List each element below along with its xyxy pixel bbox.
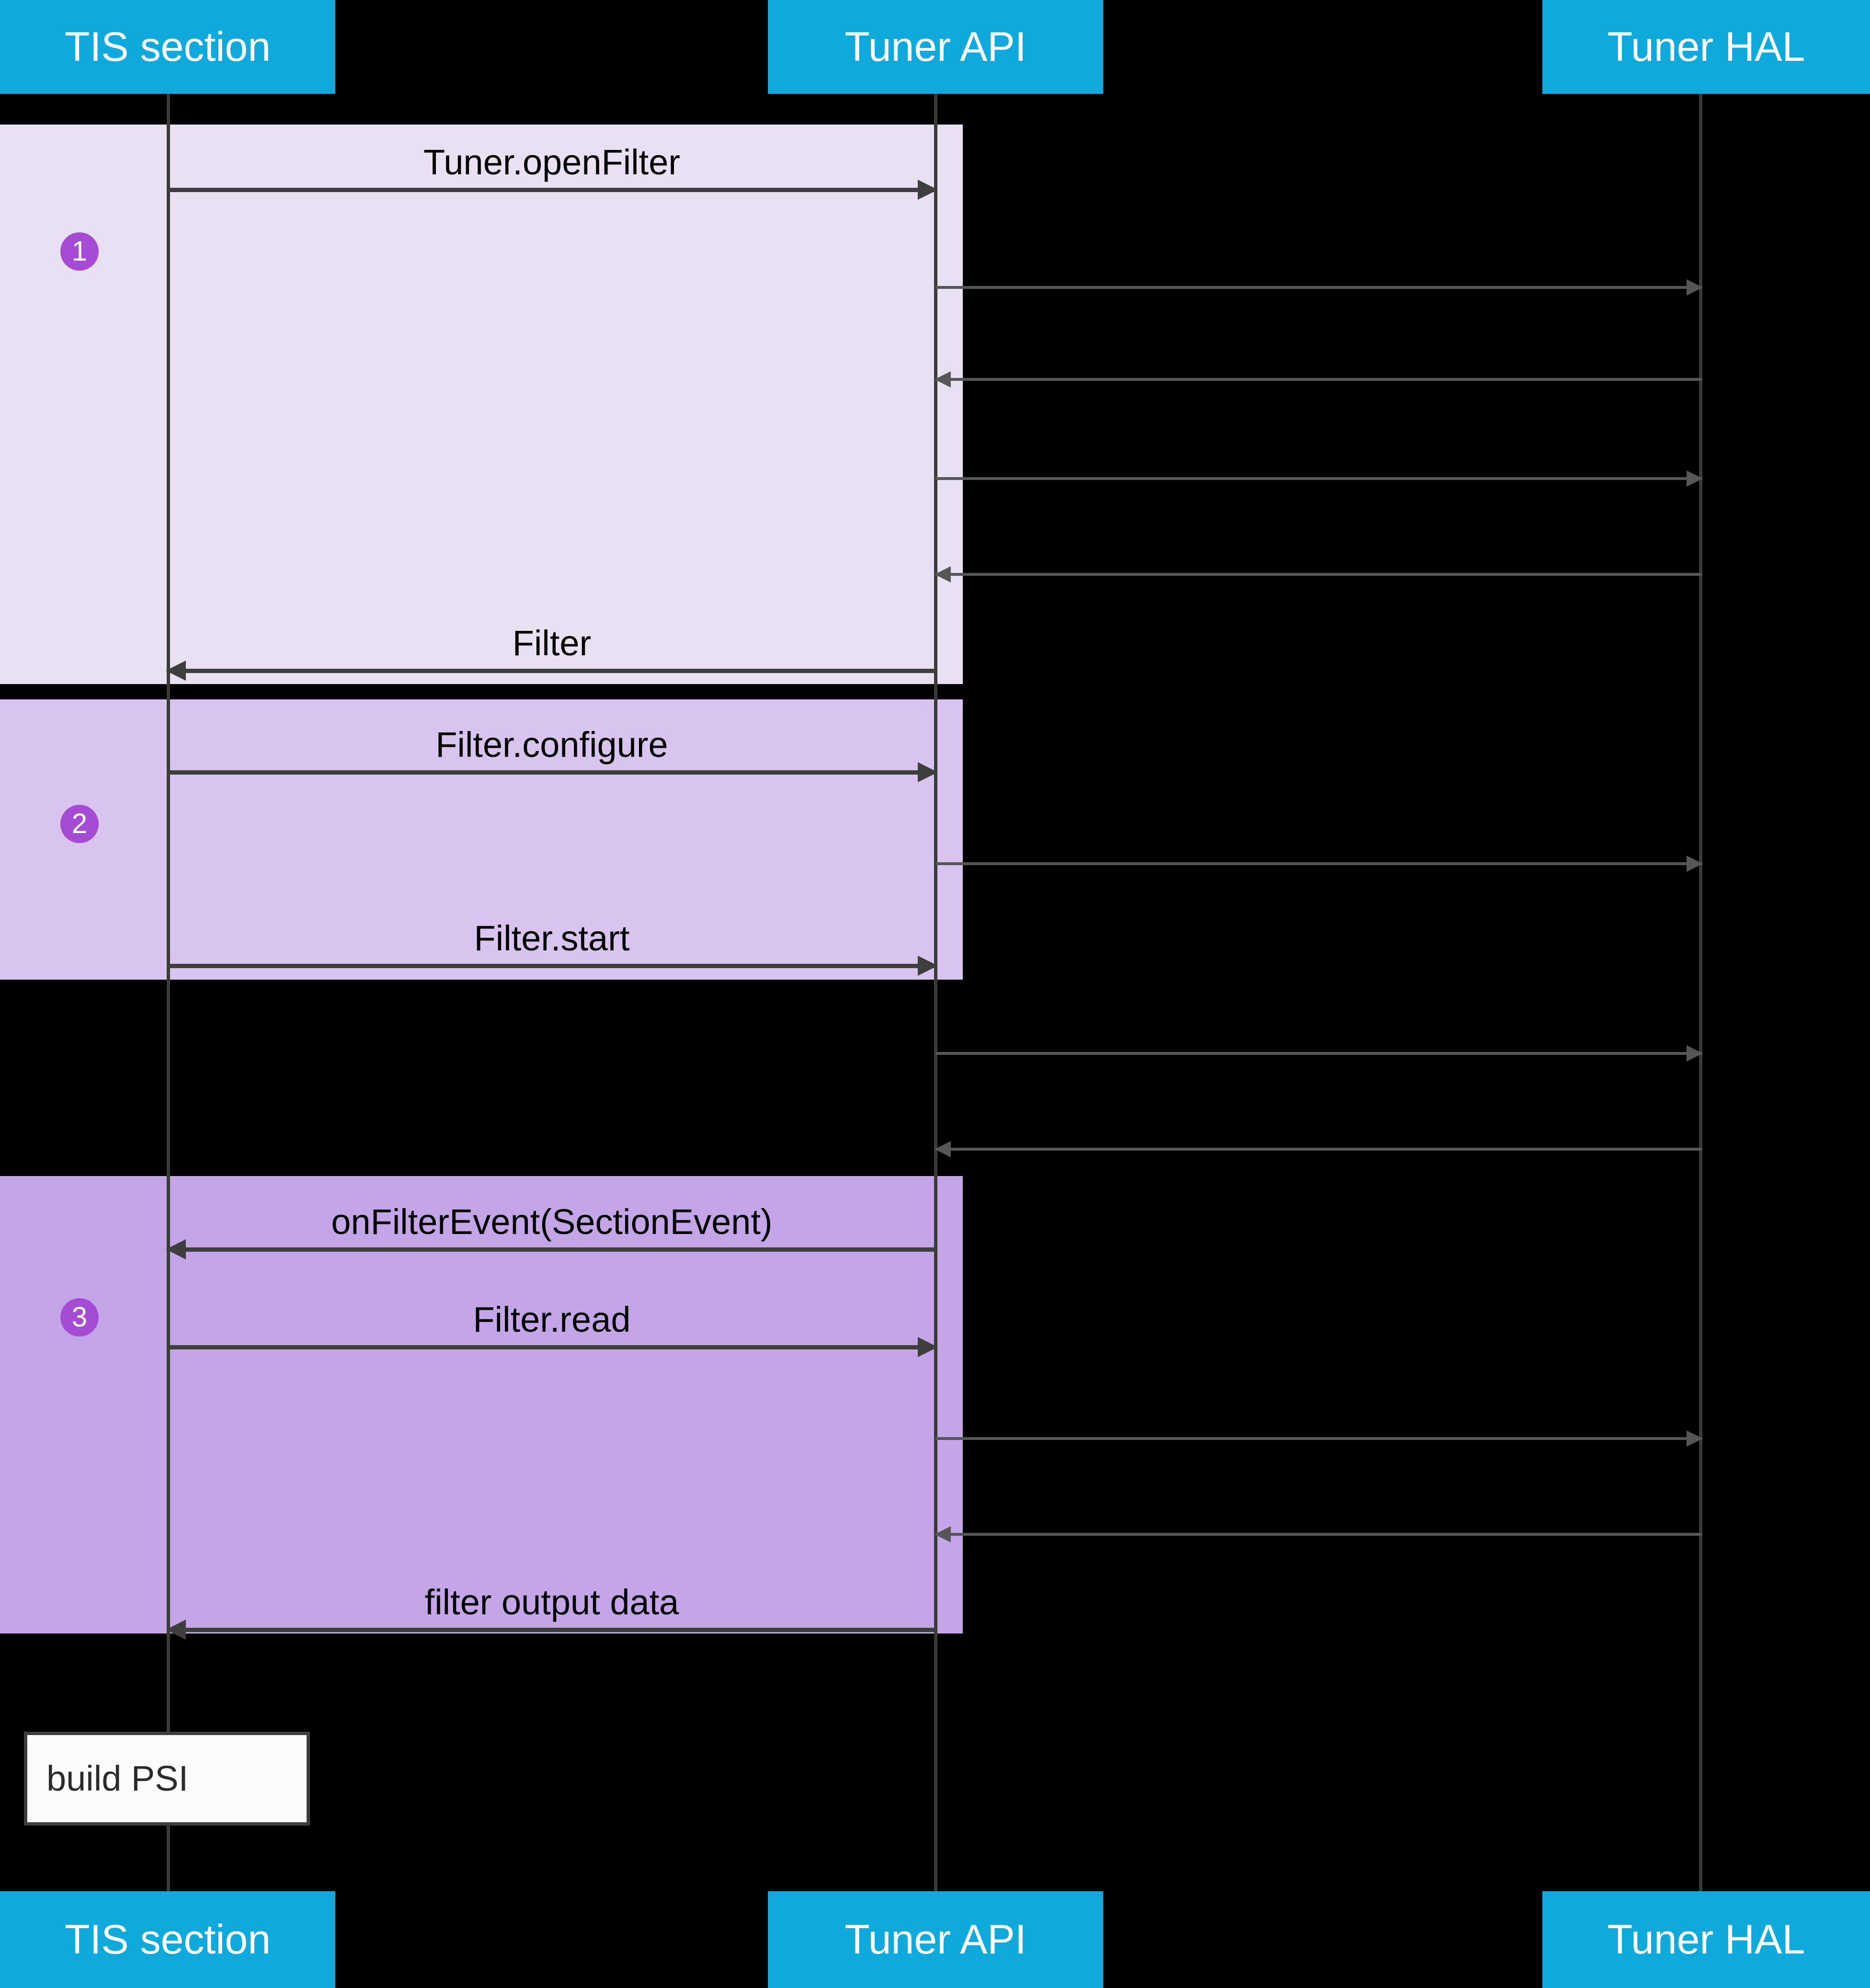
lifeline-tuner-api	[934, 94, 937, 1891]
arrow-head-right-icon	[918, 956, 938, 976]
note-build-psi-label: build PSI	[46, 1759, 189, 1798]
message-shaft	[935, 286, 1702, 289]
message-shaft	[167, 188, 937, 192]
step-badge-1-label: 1	[71, 236, 88, 267]
arrow-head-left-icon	[935, 371, 951, 388]
arrow-head-left-icon	[166, 661, 186, 681]
participant-footer-tuner-api-label: Tuner API	[844, 1917, 1026, 1963]
message-shaft	[935, 1533, 1702, 1536]
activation-bar-api-step2	[935, 699, 963, 980]
message-shaft	[935, 1052, 1702, 1055]
arrow-head-right-icon	[1687, 1045, 1703, 1062]
step-badge-3: 3	[60, 1298, 99, 1337]
message-shaft	[167, 1247, 937, 1252]
participant-header-tuner-hal-label: Tuner HAL	[1607, 24, 1805, 70]
participant-header-tis-section-label: TIS section	[64, 24, 271, 70]
message-onfilterevent-label: onFilterEvent(SectionEvent)	[331, 1202, 773, 1242]
arrow-head-left-icon	[935, 1141, 951, 1157]
lifeline-tis-section	[167, 94, 170, 1891]
participant-header-tuner-hal[interactable]: Tuner HAL	[1542, 0, 1870, 94]
message-shaft	[167, 669, 937, 673]
arrow-head-right-icon	[1687, 856, 1703, 872]
arrow-head-left-icon	[166, 1620, 186, 1640]
lifeline-tuner-hal	[1699, 94, 1702, 1891]
participant-header-tuner-api[interactable]: Tuner API	[768, 0, 1103, 94]
arrow-head-left-icon	[935, 566, 951, 583]
step-1-fragment-background	[0, 125, 963, 684]
participant-footer-tuner-hal[interactable]: Tuner HAL	[1542, 1891, 1870, 1988]
message-filter-start-label: Filter.start	[474, 918, 630, 958]
participant-footer-tis-section[interactable]: TIS section	[0, 1891, 335, 1988]
arrow-head-right-icon	[918, 1337, 938, 1357]
participant-footer-tuner-hal-label: Tuner HAL	[1607, 1917, 1805, 1963]
step-badge-3-label: 3	[71, 1302, 88, 1333]
message-filter-configure-label: Filter.configure	[435, 725, 668, 765]
step-badge-2: 2	[60, 805, 99, 843]
message-shaft	[935, 477, 1702, 480]
arrow-head-right-icon	[1687, 470, 1703, 487]
arrow-head-left-icon	[935, 1526, 951, 1542]
message-shaft	[167, 964, 937, 968]
message-tuner-openfilter-label: Tuner.openFilter	[423, 142, 681, 182]
step-3-fragment-background	[0, 1176, 963, 1634]
message-shaft	[935, 1148, 1702, 1151]
message-shaft	[935, 1437, 1702, 1440]
activation-bar-api-step1	[935, 125, 963, 684]
message-shaft	[935, 862, 1702, 865]
arrow-head-right-icon	[1687, 279, 1703, 296]
message-shaft	[935, 573, 1702, 576]
step-badge-2-label: 2	[71, 808, 88, 839]
step-badge-1: 1	[60, 232, 99, 271]
arrow-head-right-icon	[918, 180, 938, 200]
arrow-head-right-icon	[1687, 1430, 1703, 1447]
participant-footer-tuner-api[interactable]: Tuner API	[768, 1891, 1103, 1988]
activation-bar-api-step3	[935, 1176, 963, 1634]
message-filter-return-label: Filter	[512, 623, 592, 663]
message-shaft	[167, 770, 937, 775]
message-shaft	[167, 1628, 937, 1632]
message-filter-read-label: Filter.read	[473, 1300, 631, 1339]
participant-header-tis-section[interactable]: TIS section	[0, 0, 335, 94]
participant-header-tuner-api-label: Tuner API	[844, 24, 1026, 70]
message-shaft	[935, 378, 1702, 381]
step-2-fragment-background	[0, 699, 963, 980]
message-filter-output-data-label: filter output data	[424, 1582, 679, 1622]
message-shaft	[167, 1345, 937, 1349]
arrow-head-right-icon	[918, 762, 938, 782]
arrow-head-left-icon	[166, 1239, 186, 1259]
note-build-psi[interactable]: build PSI	[24, 1732, 310, 1826]
participant-footer-tis-section-label: TIS section	[64, 1917, 271, 1963]
